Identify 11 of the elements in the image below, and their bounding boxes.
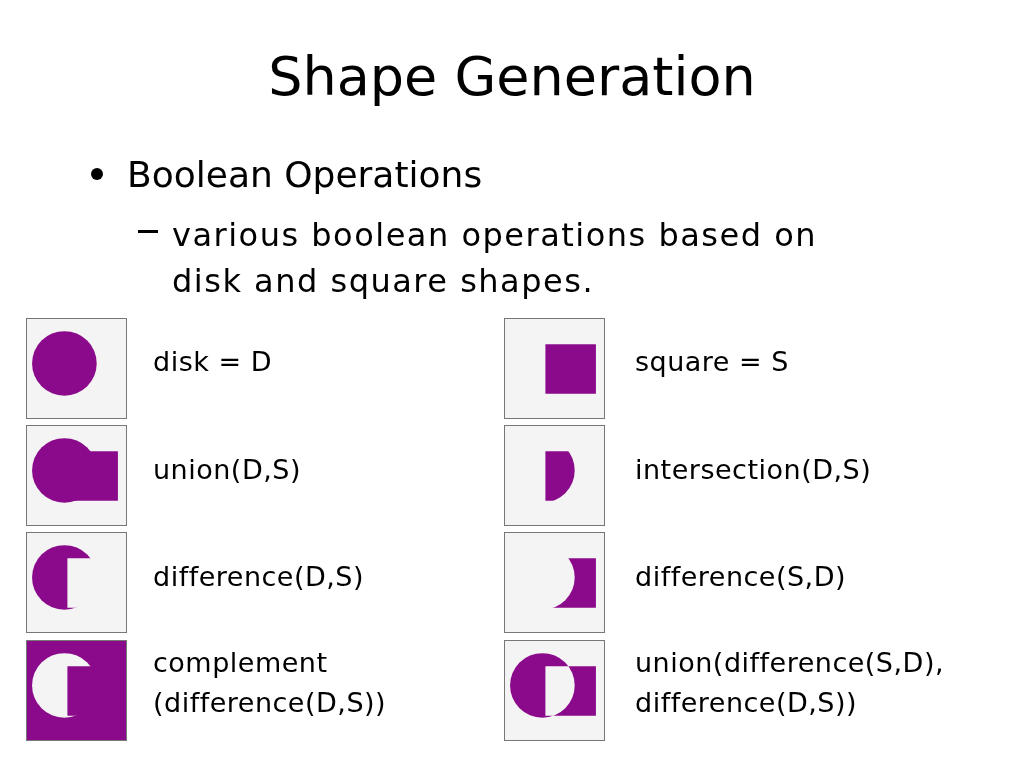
shape-caption: square = S bbox=[635, 345, 790, 379]
shape-caption: union(D,S) bbox=[153, 453, 302, 487]
shape-caption: complement (difference(D,S)) bbox=[153, 646, 388, 720]
shape-caption: union(difference(S,D), difference(D,S)) bbox=[635, 646, 945, 720]
shape-caption: disk = D bbox=[153, 345, 273, 379]
shape-caption: difference(D,S) bbox=[153, 560, 366, 594]
sub-bullet-text: various boolean operations based on disk and square shapes. bbox=[172, 215, 818, 302]
shape-caption: intersection(D,S) bbox=[635, 453, 873, 487]
shape-caption: difference(S,D) bbox=[635, 560, 848, 594]
bullet-text: Boolean Operations bbox=[127, 153, 484, 197]
slide-title: Shape Generation bbox=[267, 44, 757, 110]
